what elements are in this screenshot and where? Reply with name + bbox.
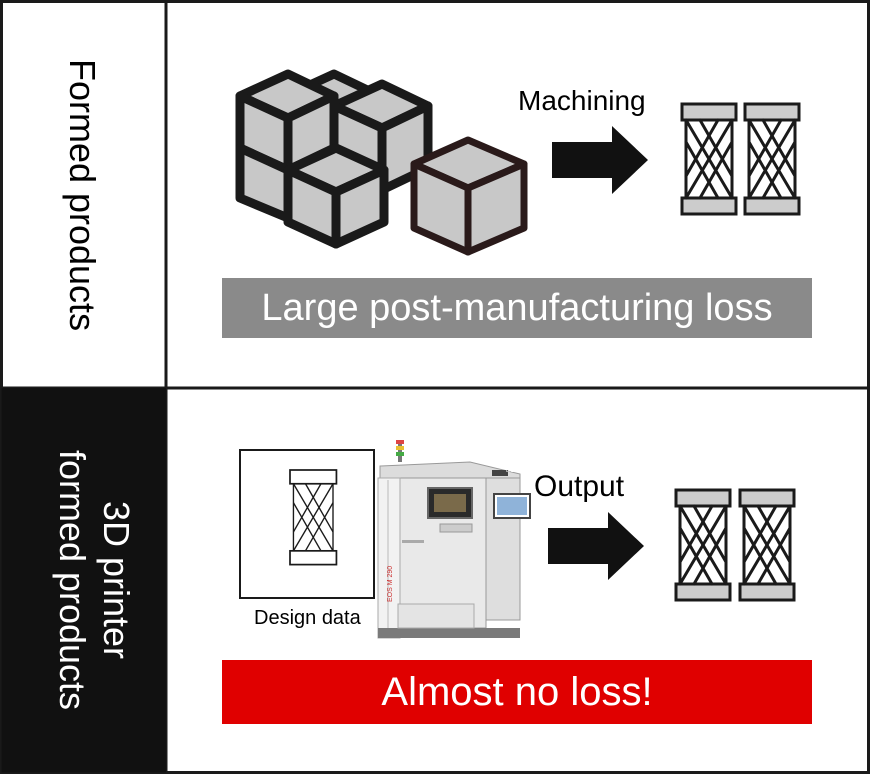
machining-label: Machining xyxy=(518,85,646,116)
top-side-label-panel: Formed products xyxy=(62,59,103,331)
cube-stack-icon xyxy=(235,69,433,249)
no-loss-banner xyxy=(222,660,812,724)
single-cube-icon xyxy=(410,136,528,256)
printer-model-label: EOS M 290 xyxy=(387,566,394,602)
bottom-side-label-line2: formed products xyxy=(52,450,93,710)
loss-banner-text: Large post-manufacturing loss xyxy=(261,287,772,329)
output-label: Output xyxy=(534,470,625,503)
bottom-side-label-panel xyxy=(1,388,166,773)
printer-machine-icon: EOS M 290 EOS xyxy=(377,440,531,639)
top-side-label: Formed products xyxy=(62,59,103,331)
design-part-icon xyxy=(289,469,338,566)
bottom-side-label-line1: 3D printer xyxy=(96,501,137,659)
loss-banner xyxy=(222,278,812,338)
design-data-caption: Design data xyxy=(254,607,362,629)
no-loss-banner-text: Almost no loss! xyxy=(381,670,652,714)
printer-brand-label: EOS xyxy=(506,468,519,474)
